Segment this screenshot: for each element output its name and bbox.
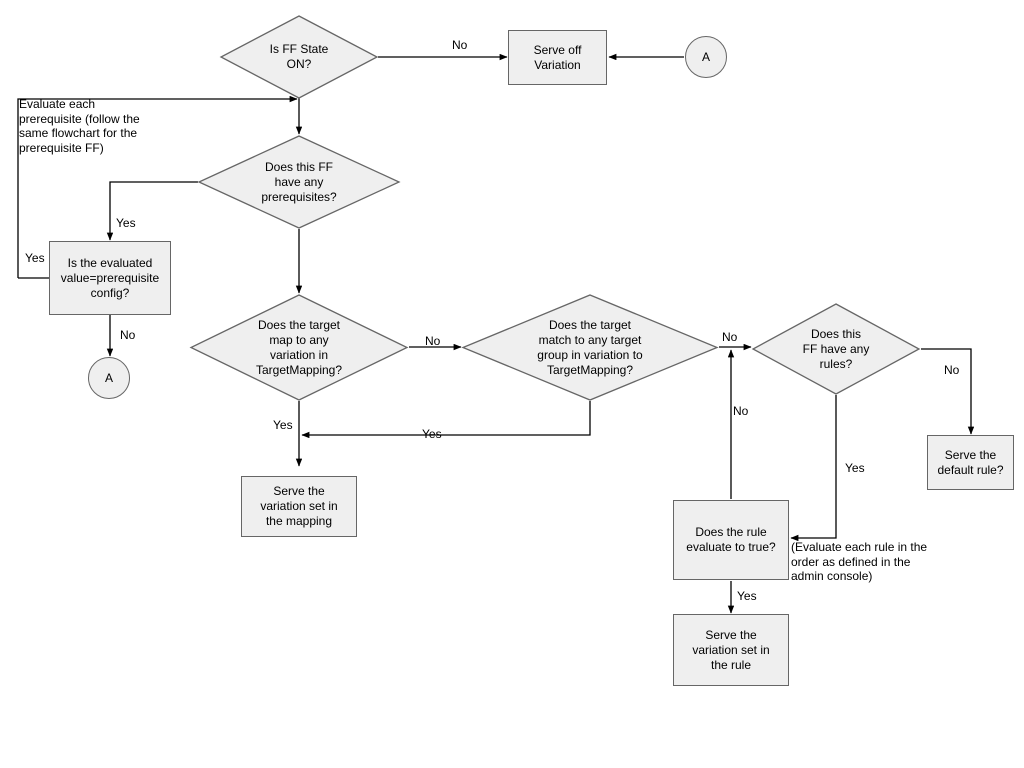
text-line: match to any target [538,332,642,347]
text-line: Variation [534,57,581,72]
text-line: Is FF State [269,42,329,56]
text-line: variation set in [692,642,770,657]
text-line: Serve the [944,447,997,462]
text-line: Does the rule [695,525,767,539]
node-target-match-group[interactable]: Does the target match to any target grou… [461,294,719,401]
text-line: prerequisite (follow the [19,111,140,126]
node-evaluated-value-check[interactable]: Is the evaluated value=prerequisite conf… [49,241,171,315]
text-line: Evaluate each [19,97,96,111]
text-line: order as defined in the [791,554,911,569]
text-line: default rule? [937,462,1004,477]
node-serve-variation-rule[interactable]: Serve the variation set in the rule [673,614,789,686]
edge-label-rules-yes: Yes [845,461,865,475]
text-line: the rule [710,657,752,672]
node-connector-a-top[interactable]: A [685,36,727,78]
node-has-rules[interactable]: Does this FF have any rules? [751,303,921,395]
text-line: admin console) [791,569,873,583]
node-has-prerequisites[interactable]: Does this FF have any prerequisites? [197,135,401,229]
edge-rules-no [921,348,975,435]
text-line: map to any [269,332,329,347]
text-line: Serve off [533,42,582,57]
node-connector-a-bottom[interactable]: A [88,357,130,399]
node-target-map-variation[interactable]: Does the target map to any variation in … [189,294,409,401]
edge-label-rule-true-yes: Yes [737,589,757,603]
text-line: FF have any [802,341,870,356]
edge-label-prereq-yes: Yes [116,216,136,230]
text-line: TargetMapping? [546,362,634,377]
text-line: TargetMapping? [255,362,343,377]
edge-targetmatch-yes [301,401,591,439]
edge-label-rule-false-no: No [733,404,749,418]
text-line: variation in [269,347,329,362]
text-line: the mapping [265,514,333,528]
text-line: Serve the [705,627,757,642]
text-line: same flowchart for the [19,126,138,140]
node-has-prerequisites-label: Does this FF have any prerequisites? [198,135,400,229]
edge-label-evaluated-no: No [120,328,136,342]
text-line: Is the evaluated [67,255,153,270]
text-line: Does the target [257,317,341,332]
edge-label-targetmatch-no: No [722,330,738,344]
node-target-map-variation-label: Does the target map to any variation in … [190,294,408,401]
connector-label: A [701,49,710,64]
text-line: ON? [286,57,312,71]
text-line: Does the target [548,317,632,332]
text-line: variation set in [260,499,338,513]
connector-label: A [104,370,113,385]
edge-label-ffstate-no: No [452,38,468,52]
edge-label-targetmap-no: No [425,334,441,348]
text-line: Does this [810,326,861,341]
node-rule-evaluate-true[interactable]: Does the rule evaluate to true? [673,500,789,580]
text-line: evaluate to true? [686,540,776,554]
text-line: rules? [819,356,853,371]
text-line: (Evaluate each rule in the [791,540,928,554]
text-line: group in variation to [537,347,643,362]
edge-label-targetmap-yes: Yes [273,418,293,432]
text-line: config? [90,285,130,300]
text-line: value=prerequisite [60,270,160,285]
edge-label-evaluated-yes: Yes [25,251,45,265]
text-line: have any [274,174,324,189]
note-rule-order: (Evaluate each rule in the order as defi… [791,540,961,584]
node-target-match-group-label: Does the target match to any target grou… [462,294,718,401]
edge-label-targetmatch-yes: Yes [422,427,442,441]
edge-rules-yes [790,395,837,542]
node-is-ff-state-on-label: Is FF State ON? [220,15,378,99]
text-line: Serve the [273,484,325,498]
node-serve-variation-mapping[interactable]: Serve the variation set in the mapping [241,476,357,537]
node-serve-default-rule[interactable]: Serve the default rule? [927,435,1014,490]
node-has-rules-label: Does this FF have any rules? [752,303,920,395]
note-prerequisite: Evaluate each prerequisite (follow the s… [19,97,209,155]
text-line: prerequisite FF) [19,140,104,155]
text-line: prerequisites? [261,189,337,204]
node-is-ff-state-on[interactable]: Is FF State ON? [219,15,379,99]
node-serve-off-variation[interactable]: Serve off Variation [508,30,607,85]
text-line: Does this FF [264,159,333,174]
edge-label-rules-no: No [944,363,960,377]
edge-prereq-yes [106,181,198,241]
